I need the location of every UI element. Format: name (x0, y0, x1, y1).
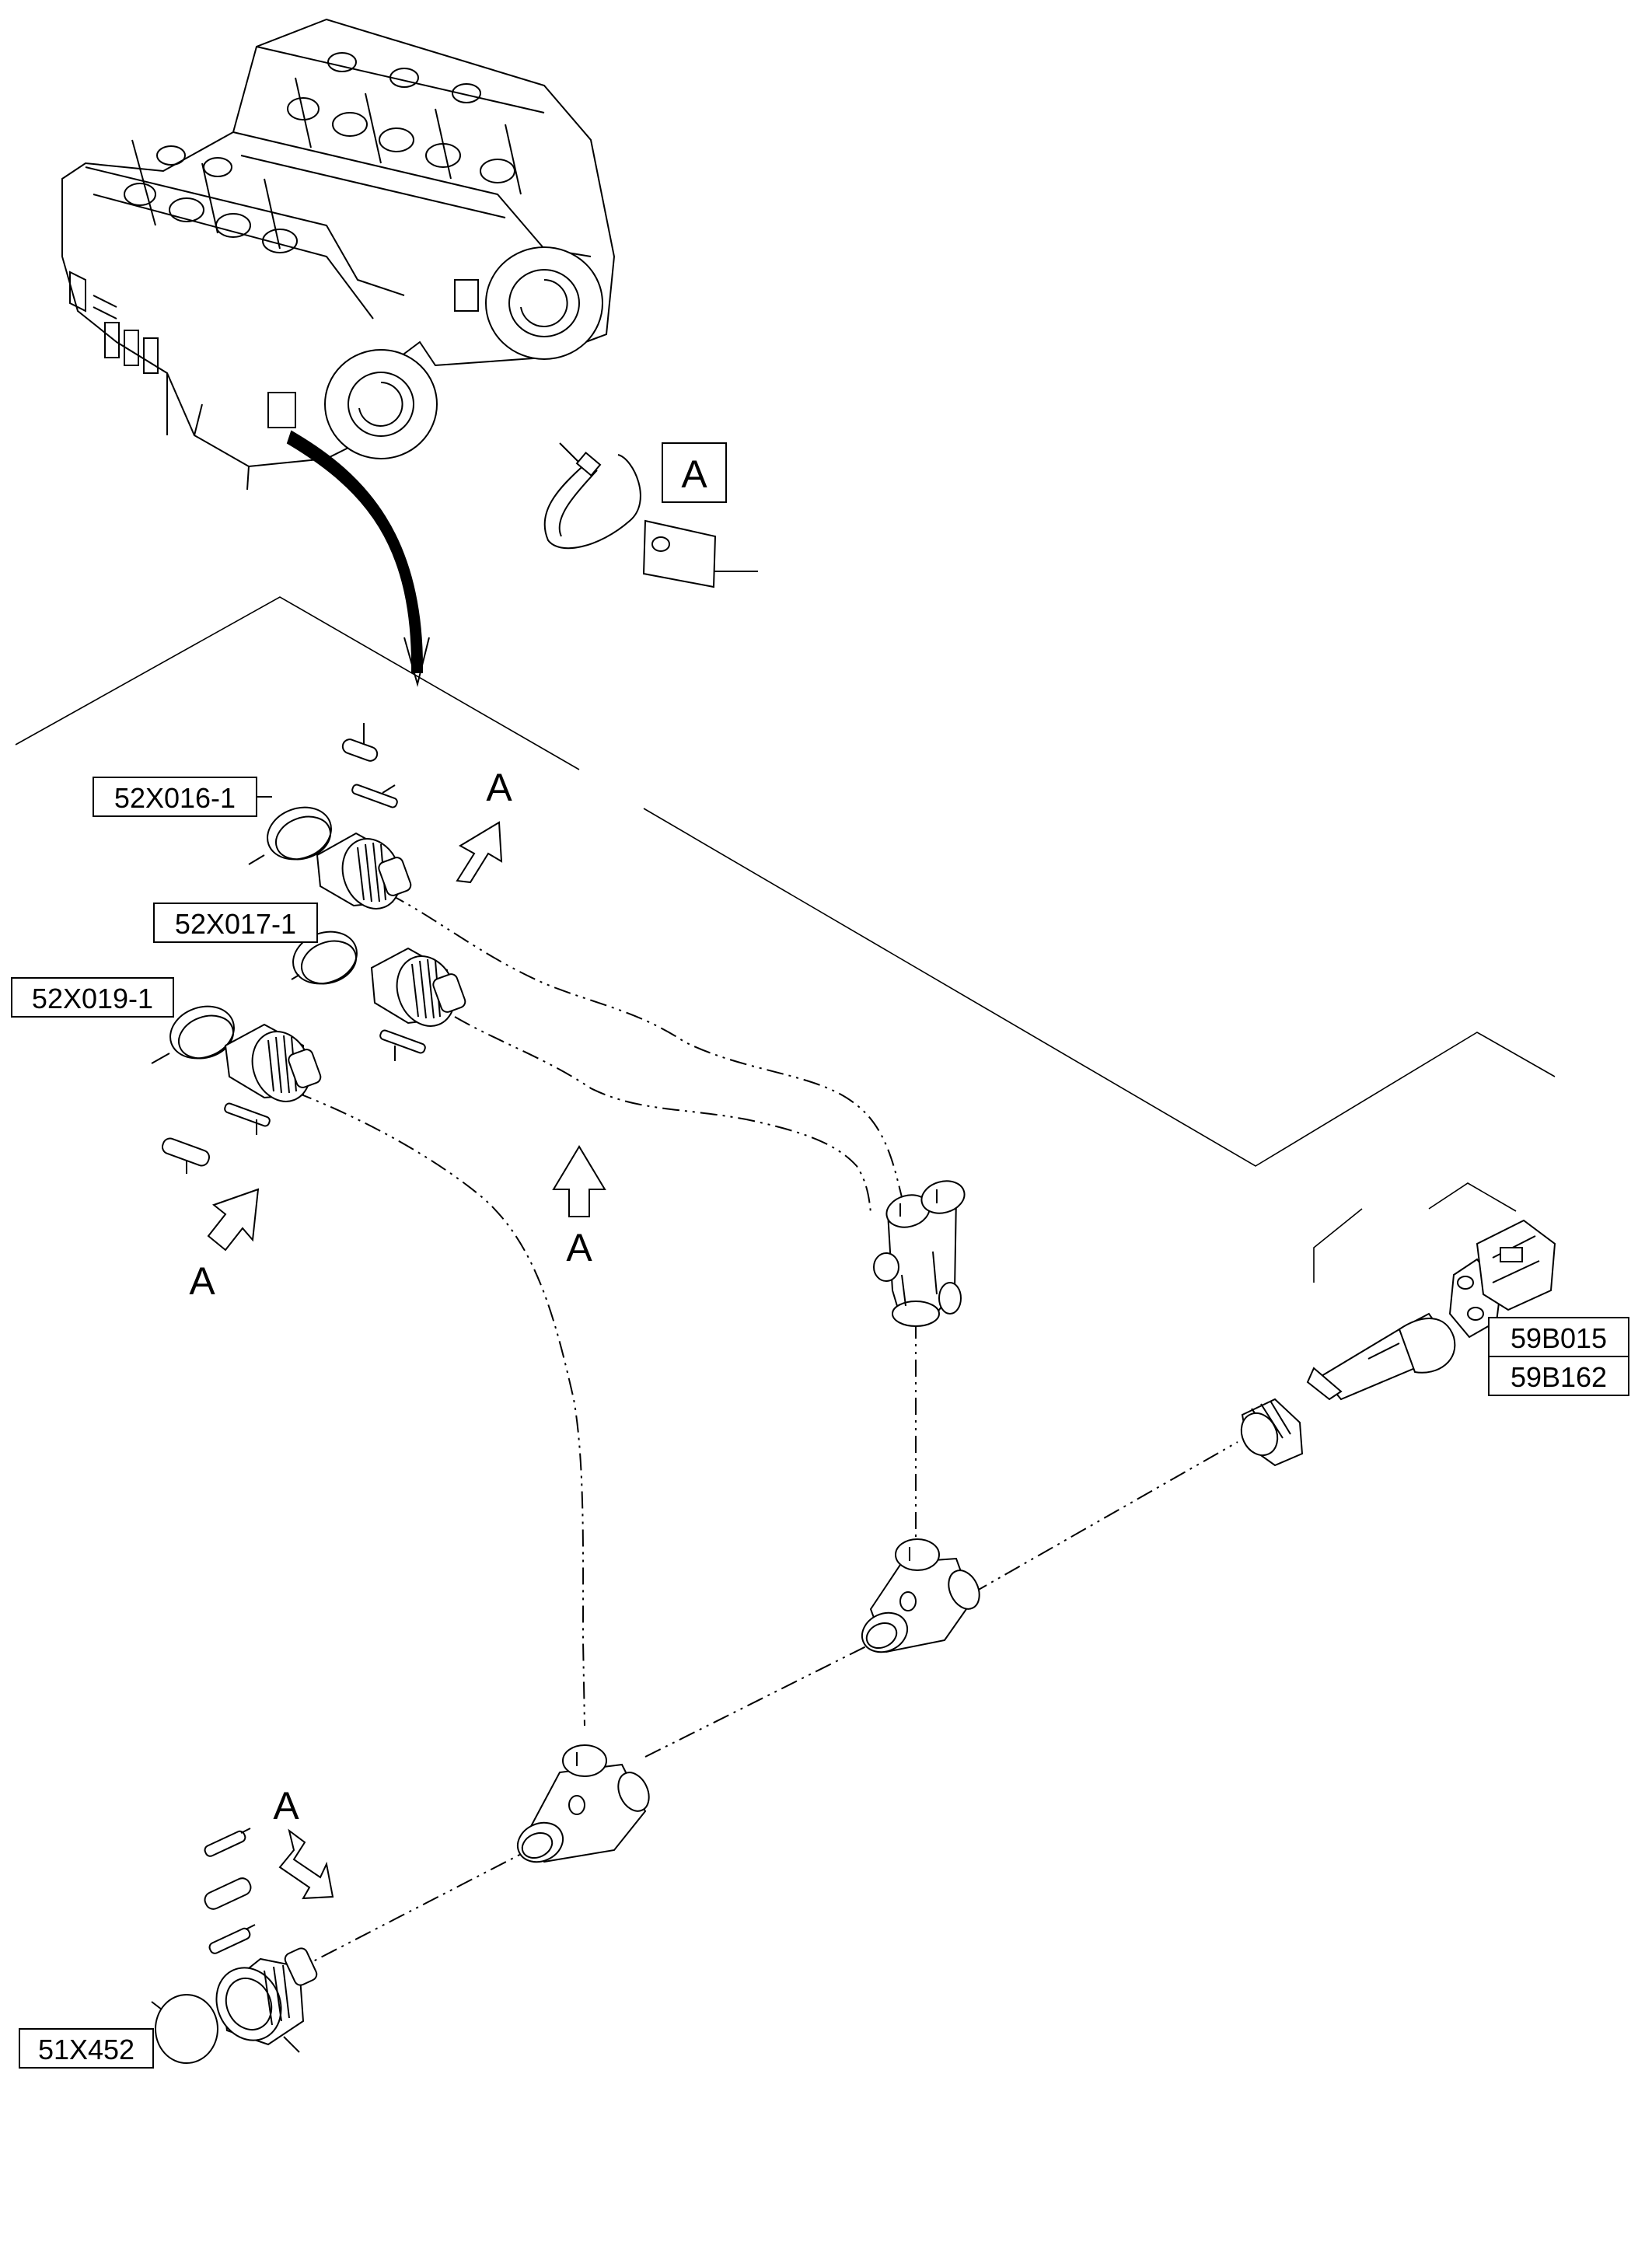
legend-a-text: A (681, 452, 707, 496)
tag-icon (642, 519, 758, 588)
sensor-connector (1240, 1219, 1556, 1467)
connector-52X017-1 (291, 930, 466, 1061)
label-52X019-1-text: 52X019-1 (32, 983, 153, 1014)
view-arrow-a-left: A (189, 1188, 260, 1303)
connector-51X452 (151, 1828, 318, 2064)
t-splice-lower (516, 1744, 650, 1863)
label-52X019-1: 52X019-1 (11, 977, 174, 1018)
label-52X016-1: 52X016-1 (93, 777, 272, 817)
view-arrow-a-upper: A (456, 766, 512, 884)
t-splice-middle (861, 1538, 980, 1653)
connector-52X016-1 (248, 723, 412, 910)
label-59B015: 59B015 (1488, 1317, 1629, 1357)
cable-tie-icon (543, 442, 641, 550)
view-mark-a1: A (486, 766, 512, 809)
wire-routes (287, 893, 1238, 1975)
label-59B162: 59B162 (1488, 1356, 1629, 1396)
label-51X452-text: 51X452 (38, 2034, 134, 2065)
view-arrow-a-lower: A (273, 1784, 334, 1900)
view-mark-a4: A (273, 1784, 299, 1828)
callout-arrow (286, 430, 424, 673)
label-52X017-1: 52X017-1 (153, 903, 318, 943)
label-52X016-1-text: 52X016-1 (114, 782, 236, 814)
detail-frame (15, 596, 1556, 1283)
view-arrow-a-center: A (552, 1145, 606, 1269)
connector-52X019-1 (151, 1005, 322, 1174)
engine-illustration (61, 18, 616, 491)
label-52X017-1-text: 52X017-1 (175, 908, 296, 940)
view-mark-a2: A (566, 1226, 592, 1269)
view-mark-a3: A (189, 1259, 215, 1303)
legend-box-a: A (662, 442, 727, 503)
y-splice-upper (873, 1180, 966, 1327)
label-51X452: 51X452 (19, 2028, 154, 2069)
label-59B162-text: 59B162 (1511, 1361, 1607, 1393)
label-59B015-text: 59B015 (1511, 1322, 1607, 1354)
